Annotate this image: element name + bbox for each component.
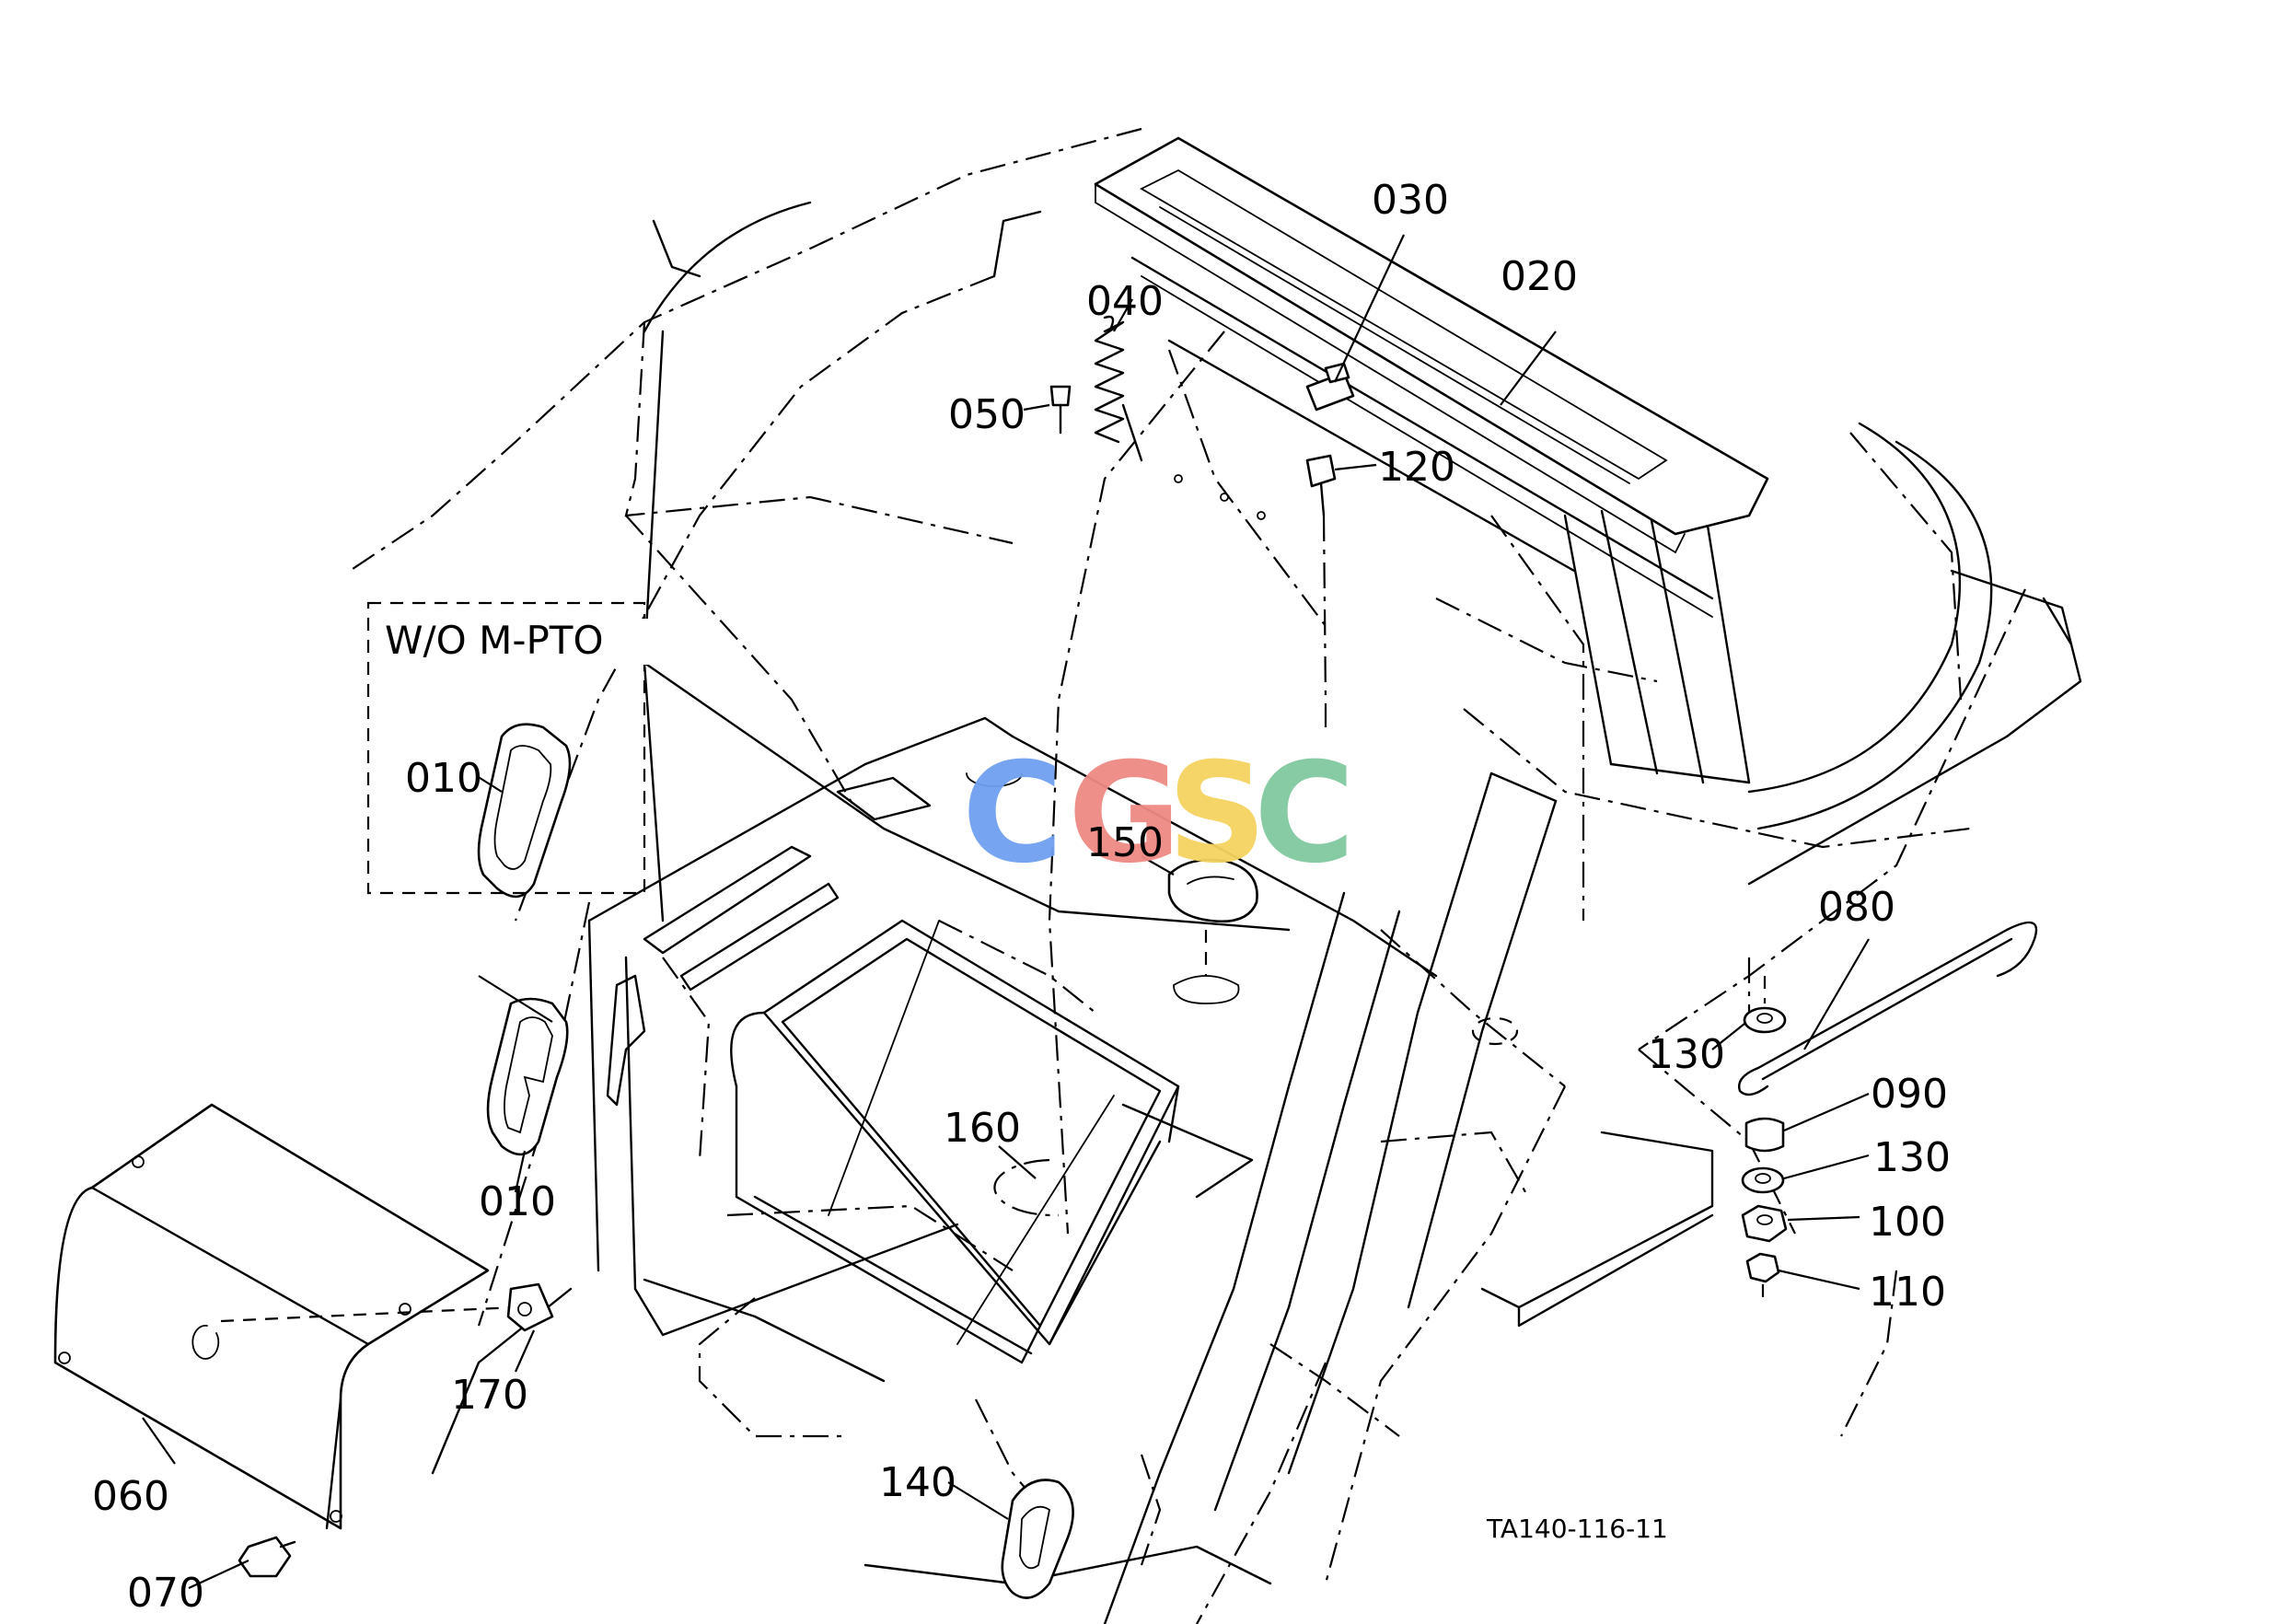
callout-labels: 030 020 040 050 120 010 150 080 130 090 … bbox=[92, 177, 1951, 1617]
callout-170: 170 bbox=[451, 1372, 528, 1419]
part-150-plug bbox=[1167, 858, 1258, 1004]
leader-lines bbox=[142, 234, 1870, 1589]
part-110-nut bbox=[1745, 1252, 1780, 1298]
callout-030: 030 bbox=[1372, 177, 1449, 224]
callout-130-upper: 130 bbox=[1648, 1031, 1725, 1078]
variant-box: W/O M-PTO bbox=[366, 601, 652, 895]
part-010-grommet bbox=[486, 997, 569, 1156]
watermark-letter-c2: C bbox=[1254, 734, 1355, 894]
callout-100: 100 bbox=[1869, 1199, 1946, 1246]
callout-080: 080 bbox=[1818, 884, 1895, 931]
callout-040: 040 bbox=[1086, 278, 1164, 325]
callout-120: 120 bbox=[1378, 444, 1455, 491]
part-060-cover bbox=[53, 1103, 516, 1530]
part-080-rod bbox=[1738, 921, 2038, 1096]
part-090-collar bbox=[1744, 1117, 1785, 1153]
part-040-spring bbox=[1094, 315, 1125, 444]
callout-060: 060 bbox=[92, 1473, 169, 1520]
part-100-nut bbox=[1741, 1204, 1788, 1243]
watermark: C G S C bbox=[962, 734, 1355, 894]
part-070-bolt bbox=[238, 1536, 296, 1578]
callout-130-lower: 130 bbox=[1873, 1134, 1951, 1181]
watermark-letter-g: G bbox=[1068, 734, 1181, 894]
callout-010: 010 bbox=[479, 1178, 556, 1225]
callout-140: 140 bbox=[879, 1459, 956, 1506]
part-130-washer-lower bbox=[1741, 1166, 1785, 1194]
callout-020: 020 bbox=[1501, 253, 1578, 300]
callout-090: 090 bbox=[1871, 1071, 1948, 1118]
drawing-code: TA140-116-11 bbox=[1486, 1514, 1668, 1544]
callout-160: 160 bbox=[944, 1105, 1021, 1152]
part-050-pin bbox=[1049, 385, 1072, 435]
watermark-letter-c1: C bbox=[962, 734, 1063, 894]
part-120-bolt bbox=[1305, 454, 1337, 727]
part-170-square-nut bbox=[506, 1282, 554, 1332]
part-030-clip bbox=[1305, 362, 1355, 412]
callout-150: 150 bbox=[1086, 819, 1164, 866]
variant-box-label: W/O M-PTO bbox=[385, 618, 604, 663]
chassis-lines bbox=[431, 201, 2082, 1624]
callout-110: 110 bbox=[1869, 1269, 1946, 1316]
callout-070: 070 bbox=[127, 1570, 204, 1617]
tractor-body-outline bbox=[349, 127, 2026, 1624]
part-130-washer-upper bbox=[1743, 976, 1787, 1034]
callout-050: 050 bbox=[948, 391, 1026, 438]
part-020-panel bbox=[1094, 136, 1769, 627]
part-140-grommet bbox=[1001, 1479, 1074, 1599]
callout-010-box: 010 bbox=[405, 755, 482, 802]
watermark-letter-s: S bbox=[1167, 734, 1267, 894]
part-010-grommet-box bbox=[477, 723, 572, 899]
